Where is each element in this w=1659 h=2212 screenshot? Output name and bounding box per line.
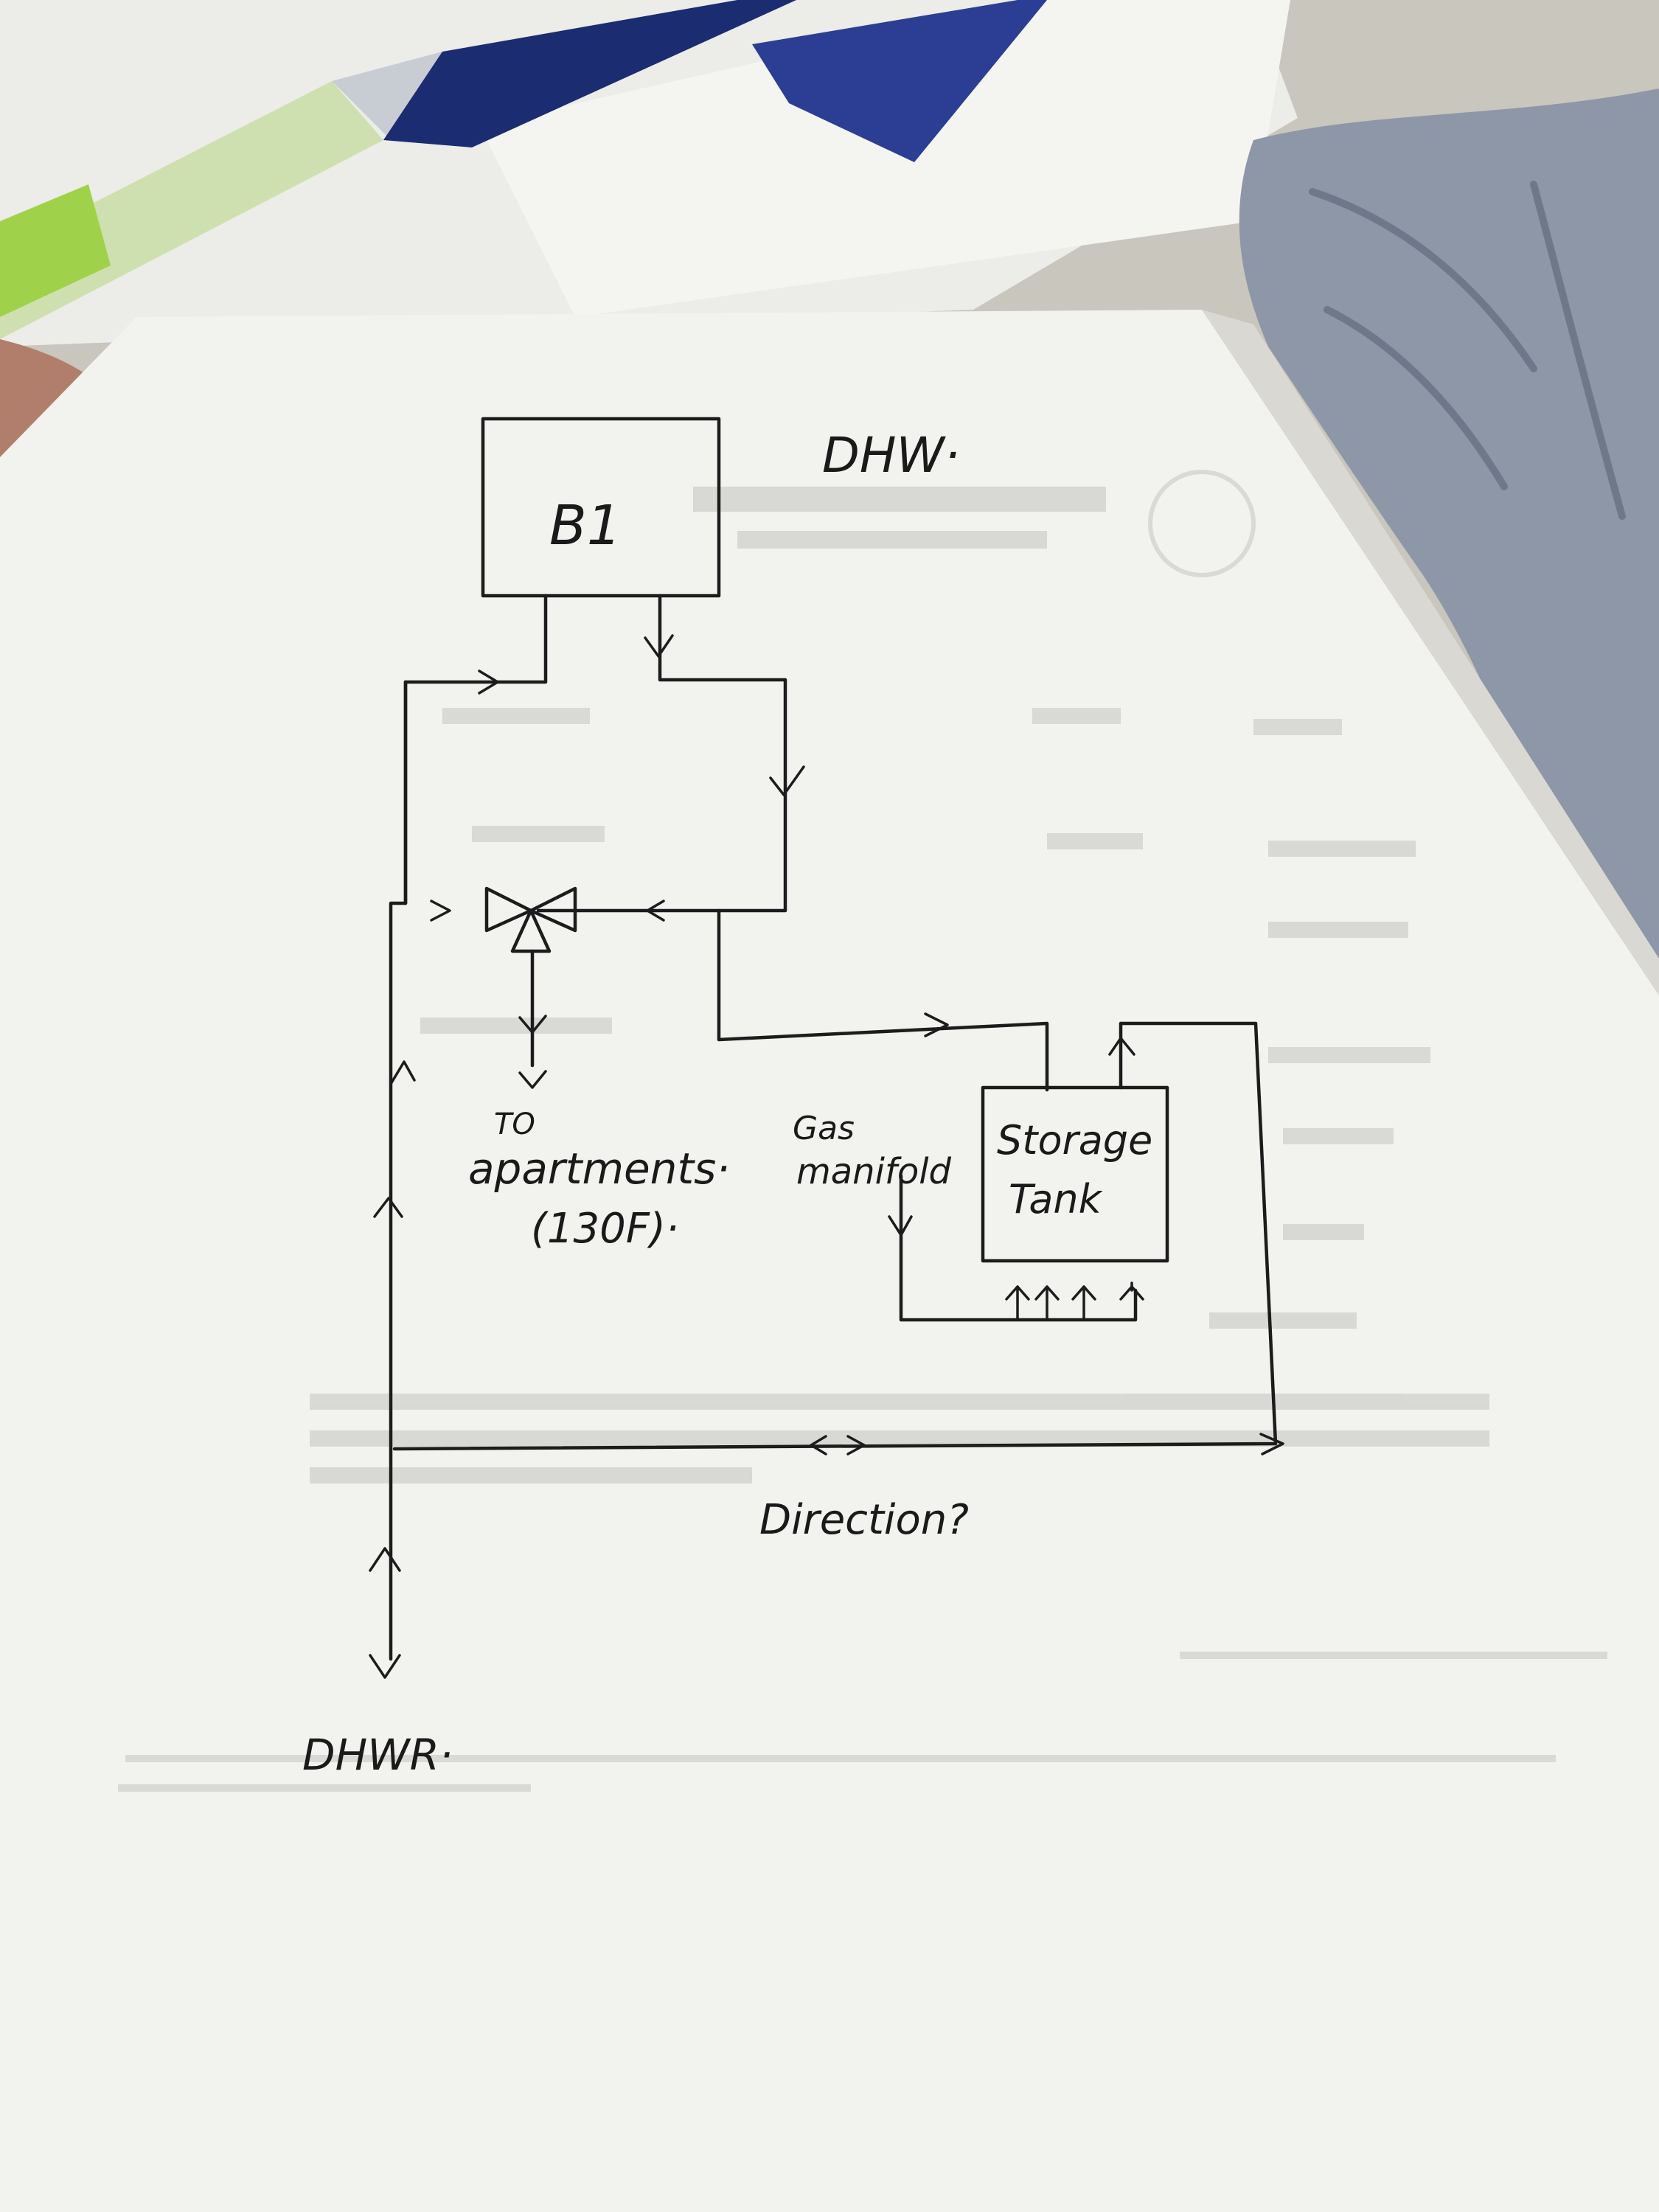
tank-outlet-pipe bbox=[392, 1021, 1278, 1451]
flow-arrow-right-top bbox=[478, 669, 499, 695]
background-papers-2 bbox=[479, 0, 1290, 317]
flow-arrow-end-bottom bbox=[1259, 1433, 1284, 1455]
folder-edge bbox=[752, 0, 1047, 162]
storage-tank bbox=[981, 1085, 1169, 1263]
pen bbox=[0, 0, 796, 339]
flow-arrow-down-gas bbox=[888, 1215, 913, 1237]
left-riser-pipe bbox=[389, 680, 408, 1661]
burner-arrows bbox=[1005, 1281, 1144, 1321]
flow-arrow-right-left-side bbox=[430, 900, 451, 922]
flow-arrow-up-left-3 bbox=[369, 1547, 401, 1572]
dhw-diagram: DHW· B1 TO apartments· (130F)· bbox=[302, 417, 1284, 1780]
flow-arrow-both-bottom bbox=[810, 1435, 866, 1455]
flow-arrow-up-tank-outlet bbox=[1108, 1037, 1135, 1056]
loop-to-tank-pipe bbox=[717, 908, 1049, 1092]
bleed-through-text bbox=[118, 470, 1607, 1792]
flow-arrow-down-dhwr bbox=[369, 1654, 401, 1679]
return-label: DHWR· bbox=[302, 1730, 453, 1780]
gas-label-line1: Gas bbox=[793, 1110, 855, 1147]
tank-label-line2: Tank bbox=[1009, 1176, 1104, 1222]
flow-arrow-up-left-2 bbox=[373, 1197, 403, 1218]
flow-arrow-down-right bbox=[769, 765, 805, 796]
flow-arrow-up-left-1 bbox=[389, 1060, 416, 1085]
gas-label-line2: manifold bbox=[796, 1151, 952, 1192]
flow-arrow-down-apartments-2 bbox=[518, 1070, 547, 1089]
flow-arrow-right-to-tank bbox=[924, 1012, 949, 1037]
tank-label-line1: Storage bbox=[997, 1117, 1152, 1164]
outlet-label-line2: apartments· bbox=[468, 1144, 730, 1194]
boiler-label: B1 bbox=[549, 494, 622, 557]
direction-label: Direction? bbox=[759, 1496, 969, 1544]
outlet-label-line1: TO bbox=[494, 1107, 535, 1141]
cloth-fold bbox=[1309, 181, 1626, 520]
diagram-title: DHW· bbox=[822, 427, 960, 484]
flow-arrow-down-boiler bbox=[644, 634, 674, 658]
boiler-box bbox=[481, 417, 721, 598]
flow-arrow-down-apartments bbox=[518, 1015, 547, 1034]
outlet-label-line3: (130F)· bbox=[531, 1205, 679, 1253]
crumpled-cloth bbox=[1239, 88, 1659, 959]
paper-sheet bbox=[0, 310, 1659, 2212]
paper-shadow bbox=[1202, 310, 1659, 995]
flow-arrow-left-mid bbox=[646, 900, 665, 922]
